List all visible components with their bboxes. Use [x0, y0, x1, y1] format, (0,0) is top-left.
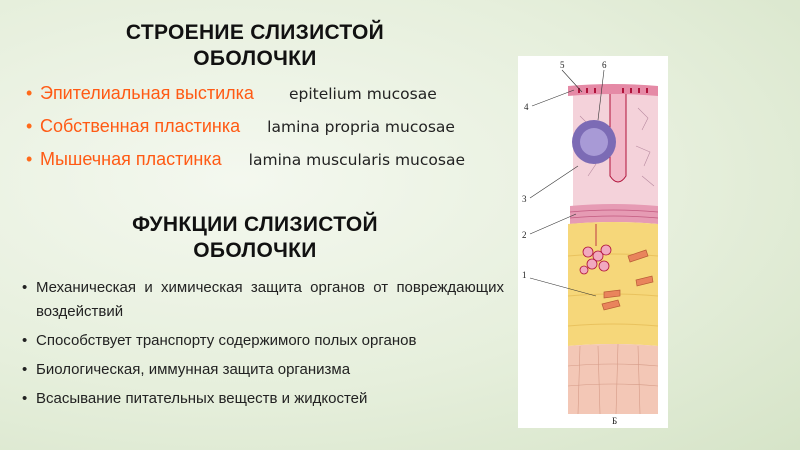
diagram-caption: Б — [612, 416, 617, 426]
function-item: Способствует транспорту содержимого полы… — [22, 329, 504, 353]
structure-title-line2: ОБОЛОЧКИ — [193, 47, 317, 70]
function-item: Механическая и химическая защита органов… — [22, 276, 504, 324]
structure-title-line1: СТРОЕНИЕ СЛИЗИСТОЙ — [125, 21, 385, 44]
functions-title-line2: ОБОЛОЧКИ — [193, 239, 317, 262]
function-item: Биологическая, иммунная защита организма — [22, 358, 504, 382]
functions-title: ФУНКЦИИ СЛИЗИСТОЙ ОБОЛОЧКИ — [60, 212, 450, 264]
label-3: 3 — [522, 194, 527, 204]
epithelium-layer — [568, 84, 658, 96]
crypt-gland — [609, 94, 627, 183]
structure-item-muscularis: Мышечная пластинка lamina muscularis muc… — [26, 148, 506, 171]
mucosa-histology-diagram: 4 5 6 3 2 1 Б — [518, 56, 668, 428]
outer-cell-layer — [568, 344, 658, 414]
leader-lines — [529, 69, 605, 297]
functions-list: Механическая и химическая защита органов… — [22, 276, 504, 416]
function-item: Всасывание питательных веществ и жидкост… — [22, 387, 504, 411]
germinal-center — [580, 128, 608, 156]
structure-item-ru: Собственная пластинка — [40, 116, 241, 136]
structure-item-ru: Мышечная пластинка — [40, 149, 222, 169]
label-6: 6 — [602, 60, 607, 70]
label-2: 2 — [522, 230, 527, 240]
structure-title: СТРОЕНИЕ СЛИЗИСТОЙ ОБОЛОЧКИ — [60, 20, 450, 72]
structure-item-lat: lamina propria mucosae — [267, 118, 455, 136]
blood-vessels — [601, 249, 654, 311]
functions-title-line1: ФУНКЦИИ СЛИЗИСТОЙ — [132, 213, 378, 236]
structure-item-lat: epitelium mucosae — [288, 85, 437, 103]
structure-item-epithelium: Эпителиальная выстилка epitelium mucosae — [26, 82, 506, 105]
structure-item-lamina-propria: Собственная пластинка lamina propria muc… — [26, 115, 506, 138]
structure-item-lat: lamina muscularis mucosae — [248, 151, 465, 169]
label-4: 4 — [524, 102, 529, 112]
epithelium-nuclei — [578, 88, 648, 93]
structure-item-ru: Эпителиальная выстилка — [40, 83, 254, 103]
structure-list: Эпителиальная выстилка epitelium mucosae… — [26, 82, 506, 181]
submucosal-gland — [579, 224, 612, 275]
label-5: 5 — [560, 60, 565, 70]
muscularis-mucosae — [570, 204, 658, 224]
label-1: 1 — [522, 270, 527, 280]
